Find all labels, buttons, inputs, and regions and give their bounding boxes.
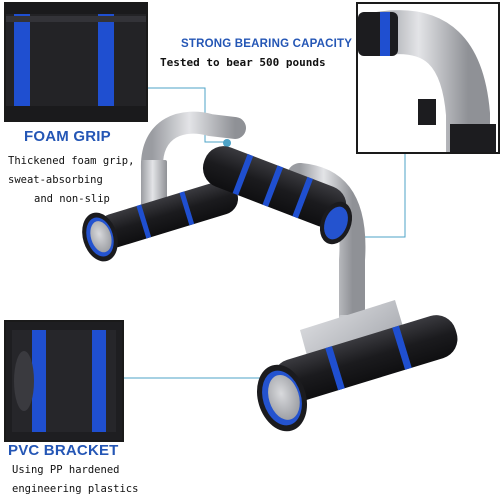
capacity-title: STRONG BEARING CAPACITY [181, 38, 353, 50]
foam-grip-title: FOAM GRIP [24, 128, 111, 145]
pvc-bracket-title: PVC BRACKET [8, 442, 119, 459]
foam-grip-closeup [4, 2, 148, 122]
steel-frame-closeup [356, 2, 500, 154]
pvc-bracket-desc-line: engineering plastics [12, 483, 139, 495]
capacity-desc: Tested to bear 500 pounds [160, 56, 326, 69]
foam-grip-desc-line: sweat-absorbing [8, 174, 103, 186]
pvc-bracket-desc: Using PP hardened engineering plastics [12, 461, 138, 499]
foam-grip-desc-line: Thickened foam grip, [8, 155, 135, 167]
foam-grip-desc: Thickened foam grip, sweat-absorbing and… [8, 152, 134, 209]
pvc-bracket-desc-line: Using PP hardened [12, 464, 120, 476]
pvc-bracket-closeup [4, 320, 124, 442]
front-push-up-bar [202, 146, 458, 432]
foam-grip-desc-line: and non-slip [34, 193, 110, 205]
back-push-up-bar [82, 111, 246, 262]
